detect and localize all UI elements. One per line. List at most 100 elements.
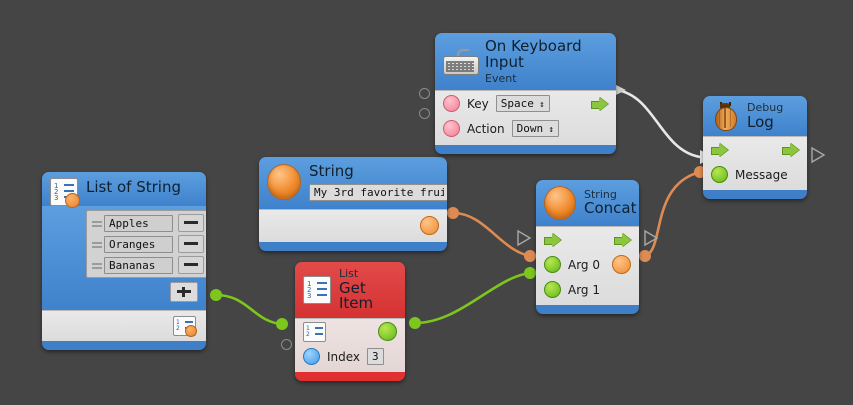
- string-value-input[interactable]: [309, 183, 447, 201]
- action-label: Action: [467, 121, 505, 136]
- key-dropdown[interactable]: Space: [495, 95, 550, 113]
- orange-orb-icon: [267, 164, 301, 200]
- action-external-port[interactable]: [419, 108, 430, 119]
- node-debug-log[interactable]: Debug Log Message: [703, 96, 807, 200]
- list-item-value[interactable]: Bananas: [104, 256, 173, 274]
- node-header-on-keyboard-input[interactable]: On Keyboard Input Event: [435, 33, 616, 91]
- key-label: Key: [467, 96, 489, 111]
- exec-output-arrow-icon[interactable]: [782, 143, 799, 157]
- keyboard-icon: [443, 48, 479, 75]
- node-header-concat[interactable]: String Concat: [536, 180, 639, 226]
- exec-hint-debug-out: [811, 146, 826, 164]
- node-title-get-item: Get Item: [339, 278, 374, 313]
- node-footer: [259, 241, 447, 251]
- node-subtitle-concat: String: [584, 187, 617, 201]
- row-action[interactable]: Action Down: [435, 116, 616, 141]
- row-exec-debug[interactable]: [703, 137, 807, 162]
- bug-icon: [711, 102, 739, 132]
- node-body-debug-log[interactable]: Message: [703, 136, 807, 191]
- node-header-string[interactable]: String: [259, 157, 447, 209]
- edge-dot-arg0-in: [524, 250, 536, 262]
- message-port[interactable]: [711, 166, 728, 184]
- edge-concat-to-message: [644, 170, 701, 258]
- key-port[interactable]: [443, 95, 460, 113]
- add-item-button[interactable]: [170, 282, 198, 302]
- remove-item-button[interactable]: [178, 235, 204, 253]
- edge-getitem-to-arg1: [414, 271, 531, 325]
- action-dropdown[interactable]: Down: [511, 120, 559, 138]
- node-title-list-of-string: List of String: [86, 178, 181, 196]
- list-item-value[interactable]: Apples: [104, 214, 173, 232]
- key-external-port[interactable]: [419, 88, 430, 99]
- drag-handle-icon[interactable]: [90, 258, 104, 273]
- edge-string-to-arg0: [452, 211, 531, 258]
- list-item-value[interactable]: Oranges: [104, 235, 173, 253]
- row-arg0[interactable]: Arg 0: [536, 252, 639, 277]
- index-port[interactable]: [303, 348, 320, 366]
- row-key[interactable]: Key Space: [435, 91, 616, 116]
- string-output-port[interactable]: [420, 216, 439, 236]
- arg1-port[interactable]: [544, 281, 561, 298]
- row-message[interactable]: Message: [703, 162, 807, 187]
- list-items-container[interactable]: Apples Oranges Bananas: [42, 206, 206, 310]
- edge-dot-list-out: [210, 289, 222, 301]
- exec-input-arrow-icon[interactable]: [711, 143, 728, 157]
- node-title-string: String: [309, 162, 354, 180]
- node-body-concat[interactable]: Arg 0 Arg 1: [536, 226, 639, 305]
- action-port[interactable]: [443, 120, 460, 138]
- node-string-literal[interactable]: String: [259, 157, 447, 251]
- row-arg1[interactable]: Arg 1: [536, 277, 639, 302]
- node-subtitle-get-item: List: [339, 267, 359, 280]
- node-title-concat: Concat: [584, 199, 637, 218]
- list-editor[interactable]: Apples Oranges Bananas: [86, 210, 206, 278]
- node-footer: [435, 145, 616, 155]
- edge-dot-arg1-in: [524, 267, 536, 279]
- get-item-output-port[interactable]: [378, 322, 397, 342]
- list-item[interactable]: Oranges: [90, 235, 204, 253]
- edge-keyboard-to-debug: [615, 88, 701, 159]
- edge-dot-string-out: [447, 207, 459, 219]
- node-footer: [295, 372, 405, 382]
- arg0-port[interactable]: [544, 256, 561, 273]
- exec-output-arrow-icon[interactable]: [614, 233, 631, 247]
- node-title-log: Log: [747, 112, 774, 131]
- exec-output-arrow-icon[interactable]: [591, 97, 608, 111]
- edge-dot-concat-out: [639, 250, 651, 262]
- row-index[interactable]: Index 3: [295, 344, 405, 369]
- list-item[interactable]: Bananas: [90, 256, 204, 274]
- exec-input-arrow-icon[interactable]: [544, 233, 561, 247]
- row-exec-concat[interactable]: [536, 227, 639, 252]
- node-header-debug-log[interactable]: Debug Log: [703, 96, 807, 137]
- node-footer: [42, 341, 206, 350]
- node-footer: [703, 190, 807, 200]
- edge-list-to-getitem: [215, 293, 283, 326]
- node-on-keyboard-input[interactable]: On Keyboard Input Event Key Space Action…: [435, 33, 616, 155]
- index-value-input[interactable]: 3: [367, 348, 384, 366]
- remove-item-button[interactable]: [178, 214, 204, 232]
- exec-hint-concat-out: [644, 229, 659, 247]
- remove-item-button[interactable]: [178, 256, 204, 274]
- drag-handle-icon[interactable]: [90, 237, 104, 252]
- concat-output-port[interactable]: [612, 255, 631, 274]
- drag-handle-icon[interactable]: [90, 216, 104, 231]
- node-string-concat[interactable]: String Concat Arg 0 Arg 1: [536, 180, 639, 314]
- node-body-on-keyboard-input[interactable]: Key Space Action Down: [435, 90, 616, 146]
- node-subtitle-on-keyboard-input: Event: [485, 71, 517, 85]
- node-title-on-keyboard-input: On Keyboard Input: [485, 37, 582, 71]
- arg0-label: Arg 0: [568, 257, 600, 272]
- list-item[interactable]: Apples: [90, 214, 204, 232]
- node-output-row-string[interactable]: [259, 208, 447, 242]
- index-external-port[interactable]: [281, 339, 292, 350]
